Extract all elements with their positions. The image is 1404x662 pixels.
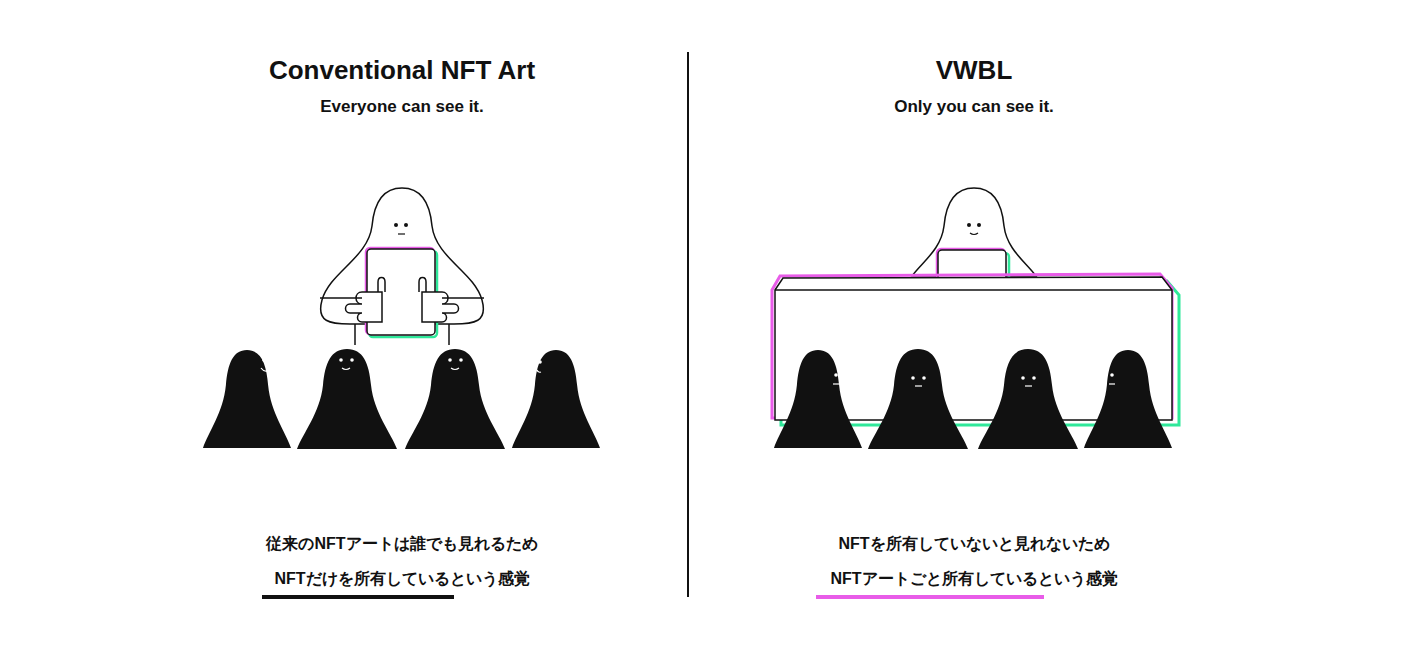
panel-heading: VWBL — [936, 55, 1013, 86]
underline — [262, 595, 454, 599]
caption-line: NFTを所有していないと見れないため — [838, 534, 1109, 553]
caption-line: 従来のNFTアートは誰でも見れるため — [266, 534, 537, 553]
caption-line: NFTアートごと所有しているという感覚 — [830, 569, 1117, 588]
divider — [687, 52, 689, 597]
caption-line: NFTだけを所有しているという感覚 — [274, 569, 529, 588]
owner-ghost — [912, 188, 1036, 283]
presenter-ghost — [320, 188, 484, 345]
audience-left — [203, 349, 600, 449]
underline — [816, 595, 1044, 599]
audience-right — [774, 349, 1172, 449]
panel-subheading: Everyone can see it. — [320, 97, 483, 117]
panel-subheading: Only you can see it. — [894, 97, 1054, 117]
panel-heading: Conventional NFT Art — [269, 55, 535, 86]
